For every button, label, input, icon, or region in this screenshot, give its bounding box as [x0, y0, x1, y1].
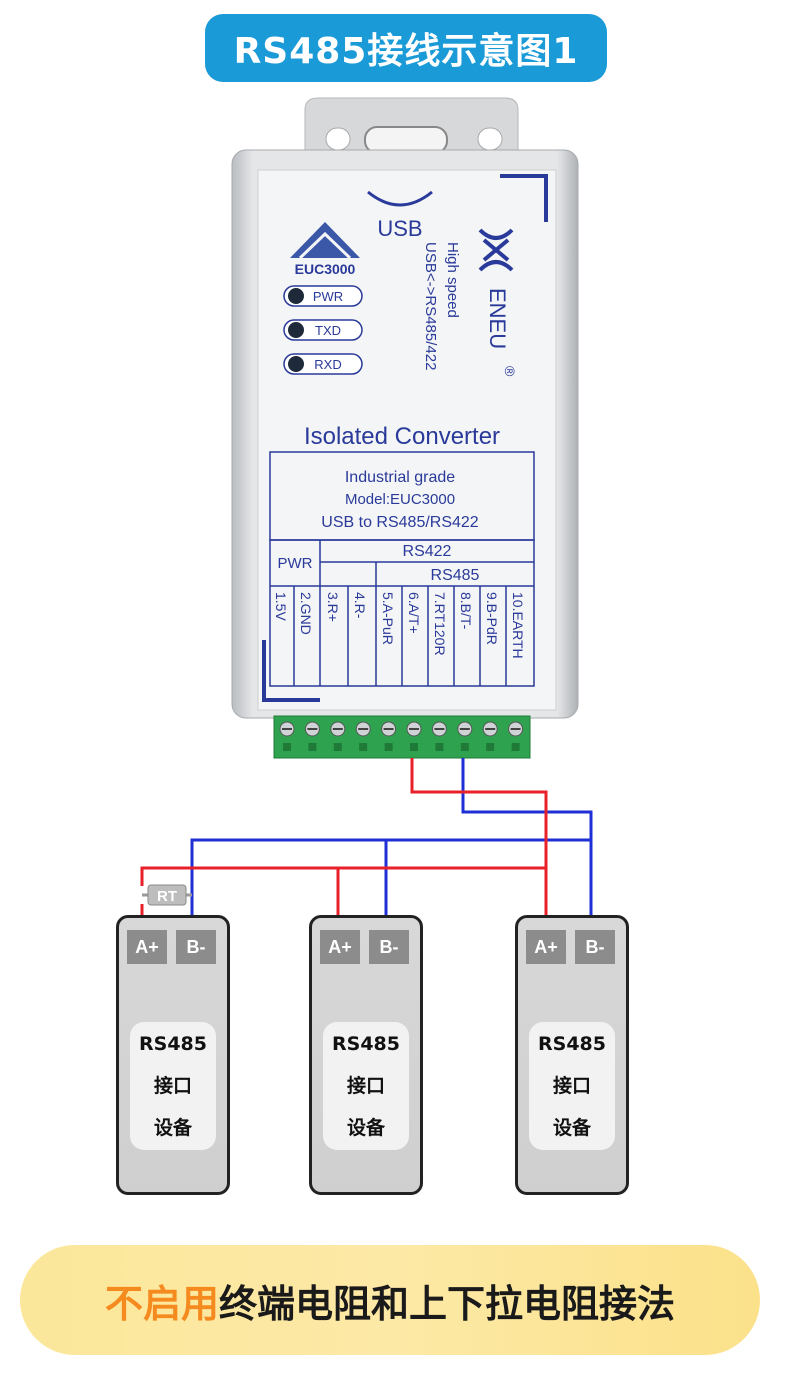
info-line: Model:EUC3000	[345, 491, 455, 508]
terminal-socket	[460, 743, 469, 751]
pin-label: 4.R-	[352, 592, 368, 619]
device-label-line: 接口	[346, 1075, 385, 1097]
led-label: TXD	[315, 323, 341, 338]
device-label-line: RS485	[332, 1033, 400, 1055]
device-label-line: 接口	[552, 1075, 591, 1097]
footer-highlight: 不启用	[104, 1281, 219, 1326]
pin-table	[269, 539, 535, 687]
termination-resistor: RT	[142, 884, 192, 906]
terminal-a-plus: A+	[526, 930, 566, 964]
eneu-logo-icon	[478, 228, 514, 272]
terminal-socket	[333, 743, 342, 751]
brand-name: ENEU	[485, 288, 510, 349]
device-label-line: RS485	[139, 1033, 207, 1055]
info-line: Industrial grade	[345, 469, 455, 486]
pin-label: 3.R+	[325, 592, 341, 622]
device-label-line: 设备	[346, 1117, 385, 1139]
led-txd: TXD	[283, 319, 363, 341]
rs485-device-1: A+ B- RS485 接口 设备	[116, 915, 230, 1195]
pin-label: 8.B/T-	[458, 592, 474, 630]
pin-label: 9.B-PdR	[484, 592, 500, 645]
group-rs485: RS485	[431, 567, 480, 584]
device-label-line: RS485	[538, 1033, 606, 1055]
terminal-socket	[283, 743, 291, 751]
group-pwr: PWR	[278, 555, 313, 572]
usb-arc-icon	[367, 190, 433, 207]
footer-caption: 不启用终端电阻和上下拉电阻接法	[20, 1245, 760, 1355]
device-label: RS485 接口 设备	[323, 1022, 409, 1150]
rs485-device-2: A+ B- RS485 接口 设备	[309, 915, 423, 1195]
device-label-line: 设备	[552, 1117, 591, 1139]
logo-model: EUC3000	[295, 261, 356, 277]
terminal-socket	[410, 743, 418, 751]
terminal-socket	[511, 743, 520, 751]
page-title: RS485接线示意图1	[233, 31, 579, 72]
pin-label: 1.5V	[273, 592, 289, 621]
corner-bracket-top-right	[500, 174, 548, 222]
terminal-a-plus: A+	[127, 930, 167, 964]
device-label-line: 接口	[153, 1075, 192, 1097]
pin-label: 7.RT120R	[432, 592, 448, 656]
title-banner: RS485接线示意图1	[205, 14, 607, 82]
terminal-b-minus: B-	[176, 930, 216, 964]
usb-label: USB	[377, 216, 422, 241]
mounting-hole-left	[325, 127, 351, 151]
pin-labels: 1.5V 2.GND 3.R+ 4.R- 5.A-PuR 6.A/T+ 7.RT120R 8.…	[273, 592, 526, 659]
led-label: PWR	[313, 289, 343, 304]
led-label: RXD	[314, 357, 341, 372]
speed-line-2: USB<->RS485/422	[422, 242, 439, 370]
device-label-line: 设备	[153, 1117, 192, 1139]
terminal-b-minus: B-	[575, 930, 615, 964]
terminal-b-minus: B-	[369, 930, 409, 964]
terminal-socket	[308, 743, 317, 751]
terminal-screws	[279, 721, 524, 751]
resistor-label: RT	[157, 888, 177, 905]
speed-line-1: High speed	[444, 242, 461, 318]
info-line: USB to RS485/RS422	[321, 514, 479, 531]
terminal-socket	[435, 743, 444, 751]
corner-bracket-bottom-left	[262, 640, 320, 702]
pin-label: 6.A/T+	[406, 592, 422, 634]
wires-a-plus	[140, 758, 548, 918]
terminal-socket	[359, 743, 368, 751]
terminal-a-plus: A+	[320, 930, 360, 964]
led-rxd: RXD	[283, 353, 363, 375]
terminal-socket	[384, 743, 393, 751]
terminal-socket	[486, 743, 495, 751]
wires-b-minus	[190, 758, 593, 918]
product-name: Isolated Converter	[304, 423, 500, 450]
rs485-device-3: A+ B- RS485 接口 设备	[515, 915, 629, 1195]
group-rs422: RS422	[403, 543, 452, 560]
device-label: RS485 接口 设备	[130, 1022, 216, 1150]
pin-label: 10.EARTH	[510, 592, 526, 659]
usb-port-slot	[364, 126, 448, 154]
mounting-hole-right	[477, 127, 503, 151]
pin-label: 2.GND	[298, 592, 314, 635]
device-label: RS485 接口 设备	[529, 1022, 615, 1150]
pin-label: 5.A-PuR	[380, 592, 396, 645]
registered-mark: ®	[502, 366, 518, 377]
led-pwr: PWR	[283, 285, 363, 307]
footer-text: 终端电阻和上下拉电阻接法	[219, 1281, 676, 1326]
